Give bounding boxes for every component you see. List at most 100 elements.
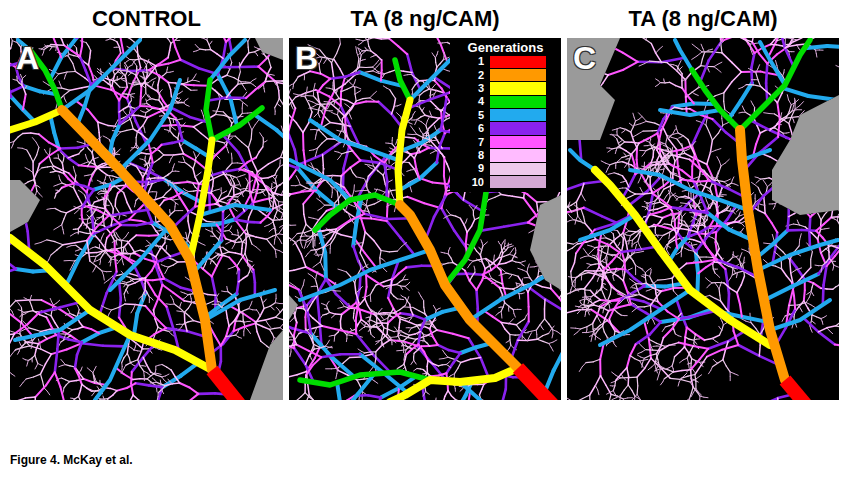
capillary bbox=[50, 58, 61, 80]
capillary bbox=[242, 113, 247, 114]
capillary bbox=[32, 306, 33, 311]
capillary bbox=[151, 351, 153, 353]
capillary bbox=[100, 182, 103, 184]
capillary bbox=[201, 110, 203, 115]
capillary bbox=[1, 90, 3, 97]
capillary bbox=[237, 22, 238, 27]
capillary bbox=[126, 419, 128, 422]
capillary bbox=[206, 37, 208, 40]
capillary bbox=[16, 299, 29, 301]
capillary bbox=[103, 344, 125, 347]
capillary bbox=[279, 25, 282, 26]
capillary bbox=[104, 398, 108, 400]
capillary bbox=[46, 314, 51, 316]
capillary bbox=[237, 259, 241, 265]
capillary bbox=[232, 23, 233, 28]
capillary bbox=[0, 186, 6, 189]
capillary bbox=[173, 262, 178, 265]
capillary bbox=[275, 235, 276, 240]
capillary bbox=[262, 42, 264, 46]
capillary bbox=[136, 144, 138, 148]
capillary bbox=[156, 375, 162, 377]
capillary bbox=[183, 435, 187, 436]
capillary bbox=[239, 67, 241, 72]
capillary bbox=[5, 417, 6, 421]
capillary bbox=[77, 305, 78, 307]
capillary bbox=[229, 21, 232, 23]
capillary bbox=[272, 228, 275, 230]
capillary bbox=[288, 215, 292, 218]
capillary bbox=[113, 225, 120, 231]
capillary bbox=[134, 430, 136, 433]
capillary bbox=[340, 214, 343, 216]
capillary bbox=[149, 385, 163, 387]
capillary bbox=[169, 60, 181, 64]
capillary bbox=[167, 449, 168, 454]
capillary bbox=[19, 77, 24, 86]
capillary bbox=[263, 50, 267, 52]
capillary bbox=[185, 293, 189, 295]
capillary bbox=[19, 332, 21, 334]
capillary bbox=[127, 354, 129, 359]
capillary bbox=[129, 219, 141, 221]
capillary bbox=[130, 69, 149, 73]
capillary bbox=[196, 81, 200, 82]
cam-region bbox=[567, 38, 839, 400]
capillary bbox=[229, 26, 231, 28]
capillary bbox=[18, 352, 20, 355]
capillary bbox=[187, 239, 190, 243]
capillary bbox=[268, 74, 272, 75]
capillary bbox=[285, 84, 286, 87]
capillary bbox=[315, 207, 317, 214]
capillary bbox=[169, 159, 171, 163]
capillary bbox=[201, 134, 209, 141]
capillary bbox=[96, 382, 100, 385]
capillary bbox=[136, 234, 149, 237]
capillary bbox=[8, 370, 11, 373]
capillary bbox=[261, 191, 265, 193]
capillary bbox=[296, 187, 301, 191]
capillary bbox=[102, 233, 104, 237]
capillary bbox=[283, 103, 286, 108]
capillary bbox=[266, 19, 269, 21]
capillary bbox=[79, 370, 81, 373]
capillary bbox=[60, 85, 62, 89]
capillary bbox=[292, 92, 293, 96]
capillary bbox=[269, 222, 273, 225]
capillary bbox=[266, 0, 268, 3]
capillary bbox=[232, 84, 238, 90]
capillary bbox=[162, 377, 164, 380]
capillary bbox=[141, 33, 144, 39]
capillary bbox=[51, 316, 55, 323]
capillary bbox=[212, 16, 218, 21]
capillary bbox=[154, 298, 159, 310]
capillary bbox=[77, 30, 93, 38]
capillary bbox=[215, 2, 217, 5]
capillary bbox=[75, 255, 78, 256]
capillary bbox=[122, 358, 124, 363]
capillary bbox=[108, 199, 111, 204]
capillary bbox=[23, 197, 28, 211]
capillary bbox=[37, 147, 39, 155]
capillary bbox=[143, 348, 149, 349]
capillary bbox=[169, 331, 172, 334]
capillary bbox=[164, 456, 166, 459]
capillary bbox=[277, 130, 298, 149]
capillary bbox=[174, 432, 179, 436]
capillary bbox=[235, 6, 238, 8]
capillary bbox=[215, 145, 227, 156]
capillary bbox=[267, 236, 273, 239]
capillary bbox=[67, 246, 71, 248]
capillary bbox=[161, 421, 164, 425]
capillary bbox=[273, 219, 281, 221]
capillary bbox=[107, 231, 114, 238]
capillary bbox=[66, 438, 70, 440]
capillary bbox=[47, 431, 51, 433]
capillary bbox=[248, 330, 251, 334]
capillary bbox=[0, 393, 1, 398]
capillary bbox=[65, 365, 70, 366]
capillary bbox=[264, 89, 266, 93]
capillary bbox=[201, 11, 206, 12]
capillary bbox=[268, 324, 271, 328]
capillary bbox=[231, 4, 232, 6]
